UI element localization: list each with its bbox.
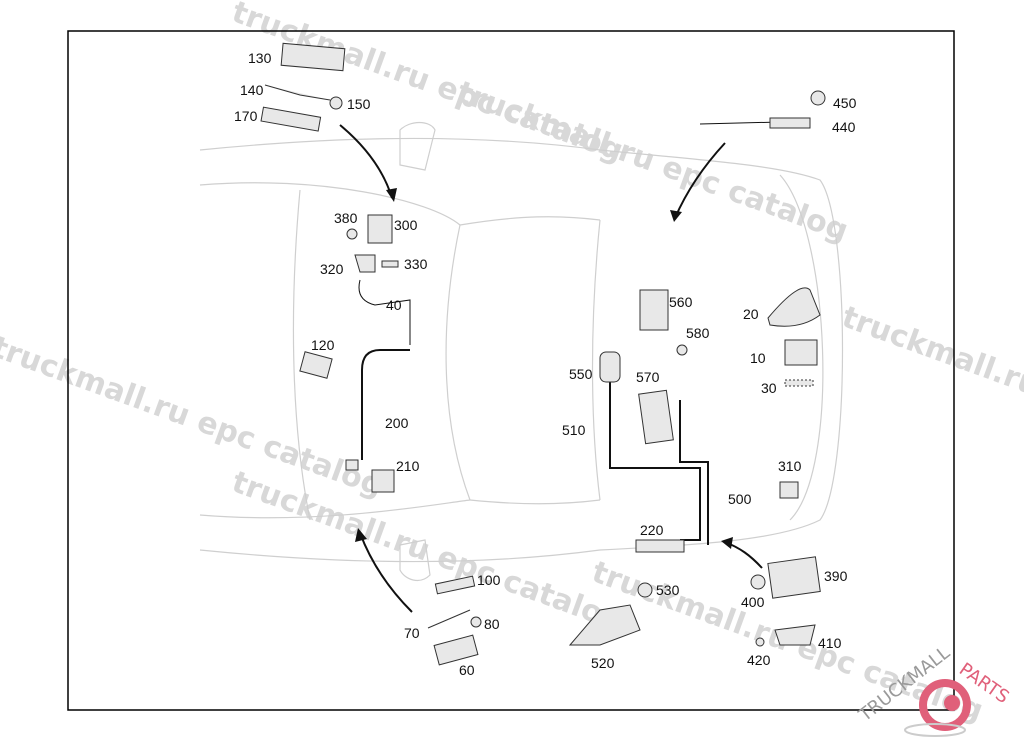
part-320 <box>354 254 376 273</box>
part-410 <box>774 624 816 646</box>
watermarks: truckmall.ru epc catalog truckmall.ru ep… <box>0 0 1024 729</box>
part-170 <box>260 106 322 132</box>
label-580: 580 <box>686 325 710 341</box>
part-380 <box>346 228 358 240</box>
part-570 <box>638 389 674 445</box>
part-530 <box>637 582 653 598</box>
watermark: truckmall.ru epc catalog <box>0 330 388 504</box>
label-140: 140 <box>240 82 264 98</box>
gear-icon <box>919 679 971 731</box>
part-300 <box>367 214 393 244</box>
label-40: 40 <box>386 297 402 313</box>
part-330 <box>381 260 399 268</box>
part-580 <box>676 344 688 356</box>
part-440-cable <box>699 121 781 125</box>
part-80 <box>470 616 482 628</box>
part-120 <box>299 351 333 379</box>
part-390 <box>767 556 821 599</box>
label-10: 10 <box>750 350 766 366</box>
part-60 <box>433 634 479 666</box>
label-330: 330 <box>404 256 428 272</box>
part-20 <box>767 287 821 327</box>
part-70 <box>427 609 471 629</box>
part-30 <box>784 379 814 387</box>
watermark: truckmall.ru epc catalog <box>837 300 1024 474</box>
label-120: 120 <box>311 337 335 353</box>
label-20: 20 <box>743 306 759 322</box>
label-560: 560 <box>669 294 693 310</box>
label-30: 30 <box>761 380 777 396</box>
label-500: 500 <box>728 491 752 507</box>
label-320: 320 <box>320 261 344 277</box>
label-400: 400 <box>741 594 765 610</box>
part-550 <box>599 351 621 383</box>
part-130 <box>280 42 346 72</box>
label-510: 510 <box>562 422 586 438</box>
part-210 <box>371 469 395 493</box>
label-210: 210 <box>396 458 420 474</box>
part-labels: 130 140 150 170 380 300 320 330 40 120 2… <box>234 50 857 678</box>
part-440 <box>769 117 811 129</box>
label-80: 80 <box>484 616 500 632</box>
part-40 <box>358 279 411 345</box>
label-520: 520 <box>591 655 615 671</box>
label-550: 550 <box>569 366 593 382</box>
label-70: 70 <box>404 625 420 641</box>
label-390: 390 <box>824 568 848 584</box>
part-100 <box>434 575 476 595</box>
label-570: 570 <box>636 369 660 385</box>
label-300: 300 <box>394 217 418 233</box>
part-200-connector <box>345 459 359 471</box>
label-220: 220 <box>640 522 664 538</box>
part-140 <box>264 84 331 101</box>
label-380: 380 <box>334 210 358 226</box>
label-60: 60 <box>459 662 475 678</box>
parts <box>260 42 826 666</box>
part-10 <box>784 339 818 366</box>
wires <box>361 349 709 545</box>
diagram-frame <box>67 30 955 711</box>
arrows <box>339 124 763 613</box>
label-170: 170 <box>234 108 258 124</box>
label-440: 440 <box>832 119 856 135</box>
label-530: 530 <box>656 582 680 598</box>
watermark: truckmall.ru epc catalog <box>227 465 627 639</box>
label-130: 130 <box>248 50 272 66</box>
label-100: 100 <box>477 572 501 588</box>
car-outline <box>199 121 844 582</box>
part-310 <box>779 481 799 499</box>
label-150: 150 <box>347 96 371 112</box>
label-310: 310 <box>778 458 802 474</box>
part-420 <box>755 637 765 647</box>
watermark: truckmall.ru epc catalog <box>452 75 852 249</box>
label-410: 410 <box>818 635 842 651</box>
part-150 <box>329 96 343 110</box>
label-200: 200 <box>385 415 409 431</box>
label-420: 420 <box>747 652 771 668</box>
part-450 <box>810 90 826 106</box>
part-400 <box>750 574 766 590</box>
label-450: 450 <box>833 95 857 111</box>
part-560 <box>639 289 669 331</box>
part-220 <box>635 539 685 553</box>
part-520 <box>568 604 641 646</box>
